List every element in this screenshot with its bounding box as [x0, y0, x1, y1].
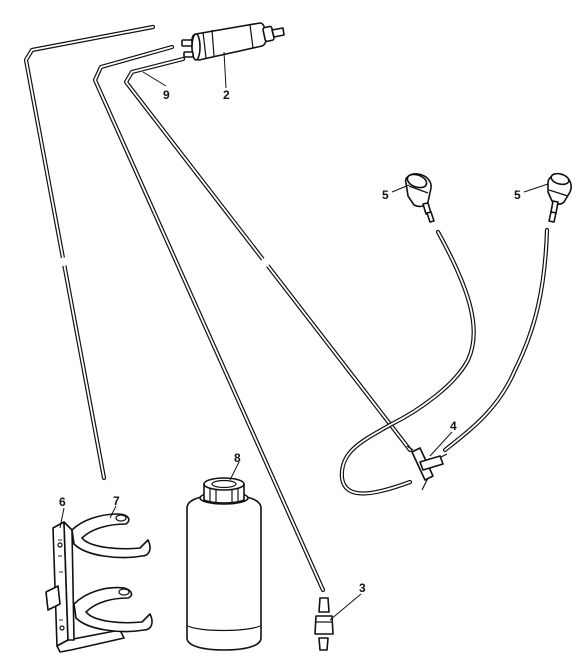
washer-jet-left: [404, 173, 435, 223]
tube-to-right-jet: [442, 227, 550, 453]
inline-connector: [314, 597, 334, 651]
tube-break-gaps: [55, 254, 342, 543]
tube-to-left-jet: [339, 229, 476, 496]
tube-left-long: [23, 24, 156, 481]
callout-t-piece: 4: [450, 419, 457, 433]
tube-to-t-piece: [123, 56, 413, 453]
callout-reservoir: 8: [234, 451, 241, 465]
callout-inline-connector: 3: [359, 581, 366, 595]
washer-reservoir: [186, 477, 262, 651]
washer-pump: [181, 22, 285, 61]
retaining-clip-upper: [71, 513, 151, 559]
washer-jet-right: [547, 172, 572, 223]
reservoir-bracket: [45, 521, 125, 653]
retaining-clip-lower: [73, 586, 153, 633]
callout-jet-left: 5: [382, 188, 389, 202]
callout-bracket: 6: [59, 495, 66, 509]
t-piece-connector: [406, 445, 448, 491]
callout-jet-right: 5: [514, 188, 521, 202]
callout-pump: 2: [223, 88, 230, 102]
leader-lines: [59, 51, 549, 621]
callout-tube-end: 9: [163, 88, 170, 102]
callout-clip: 7: [113, 494, 120, 508]
tube-to-connector: [92, 44, 326, 593]
